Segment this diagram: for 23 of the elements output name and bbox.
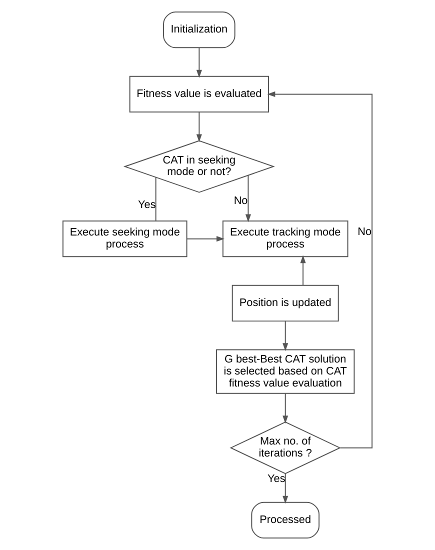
edge-label: No [358, 226, 372, 238]
arrow [196, 112, 202, 142]
arrow [196, 47, 202, 78]
arrow [245, 174, 251, 222]
arrow [282, 320, 288, 352]
arrow [282, 473, 288, 504]
node-box: Fitness value is evaluated [129, 76, 269, 113]
connector [155, 177, 156, 222]
node-diamond: CAT in seeking mode or not? [123, 140, 275, 193]
node-box: Processed [251, 502, 320, 538]
edge-label: No [234, 194, 248, 207]
edge-label: Yes [138, 198, 156, 211]
arrow [186, 236, 224, 242]
edge-label: Yes [268, 472, 286, 485]
node-diamond: Max no. of iterations ? [230, 422, 341, 474]
node-box: Position is updated [232, 284, 339, 322]
node-box: Execute tracking mode process [222, 220, 348, 258]
node-box: G best-Best CAT solution is selected based on CAT fitness value evaluation [216, 349, 355, 394]
arrow [300, 255, 306, 286]
arrow [267, 91, 373, 448]
node-box: Execute seeking mode process [62, 220, 188, 258]
node-box: Initialization [163, 12, 236, 48]
arrow [282, 393, 288, 424]
